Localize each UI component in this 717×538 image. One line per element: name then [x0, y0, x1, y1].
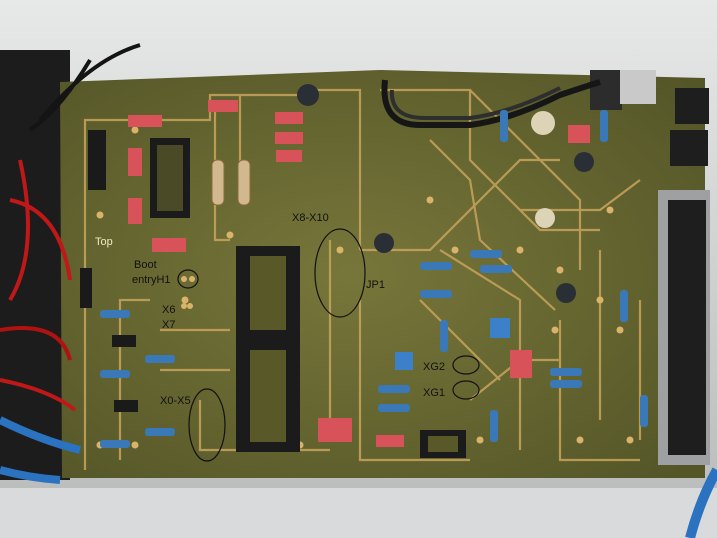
x6-x7-pads — [181, 276, 195, 309]
power-resistors — [211, 159, 251, 206]
label-xg1: XG1 — [423, 387, 445, 399]
label-x8-x10: X8-X10 — [292, 212, 329, 224]
ic-socket-dip40 — [236, 246, 300, 452]
enclosure-bottom — [0, 488, 717, 538]
blue-cable-right — [685, 467, 717, 538]
electrolytic-capacitors — [297, 84, 594, 303]
annotations — [177, 228, 480, 462]
label-xg2: XG2 — [423, 361, 445, 373]
voltage-regulators — [590, 70, 709, 166]
red-capacitors — [128, 100, 590, 447]
label-x6: X6 — [162, 304, 175, 316]
ic-socket-dip8 — [420, 430, 466, 458]
left-dark-area — [0, 50, 70, 480]
ic-socket-dip16 — [150, 138, 190, 218]
resistors — [100, 110, 648, 448]
ellipse-entry-h1 — [177, 269, 199, 289]
label-x0-x5: X0-X5 — [160, 395, 191, 407]
ellipse-x0-x5 — [188, 388, 226, 462]
black-cable-2 — [389, 86, 561, 120]
db-connector — [658, 190, 710, 465]
label-jp1: JP1 — [366, 279, 385, 291]
left-wires — [0, 43, 141, 484]
label-x7: X7 — [162, 319, 175, 331]
ellipse-x8-x10 — [314, 228, 366, 318]
label-top: Top — [95, 236, 113, 248]
ellipse-xg2 — [452, 355, 480, 375]
solder-pads — [96, 126, 634, 449]
standoffs — [531, 111, 555, 228]
ellipse-xg1 — [452, 380, 480, 400]
blue-capacitors — [395, 318, 510, 370]
pin-headers — [80, 130, 138, 412]
label-entry-h1: entryH1 — [132, 274, 171, 286]
label-boot: Boot — [134, 259, 157, 271]
